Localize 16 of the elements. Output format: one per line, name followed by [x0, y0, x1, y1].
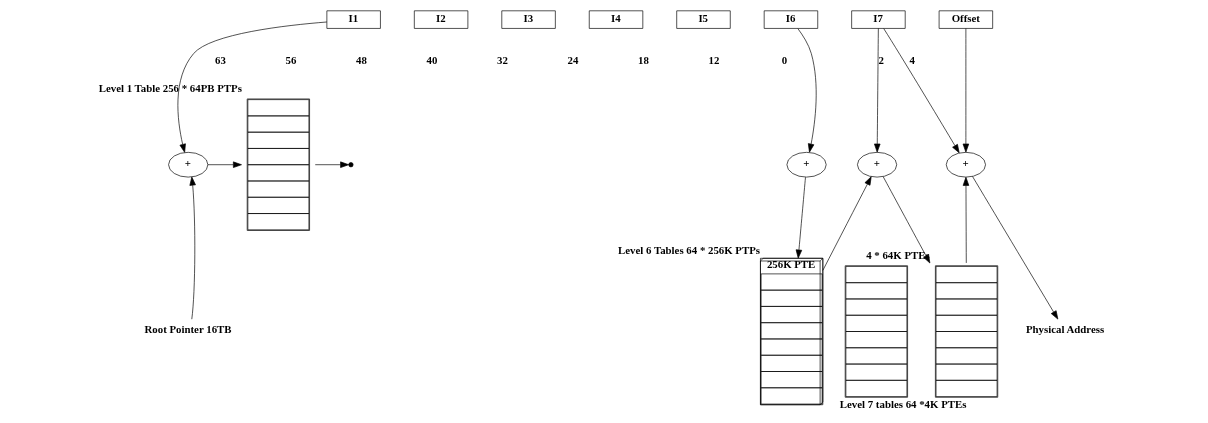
edge-label: 2 [878, 54, 884, 67]
label: 32 [497, 54, 508, 67]
label: 63 [214, 54, 226, 67]
node-label: Level 7 tables 64 *4K PTEs [839, 397, 967, 410]
label: 0 [781, 54, 788, 67]
node-text: Root Pointer 16TB [144, 323, 232, 336]
node-label: Level 6 Tables 64 * 256K PTPs [618, 244, 761, 257]
edge-label: 4 [909, 54, 916, 67]
label: 24 [567, 54, 579, 67]
label: 56 [285, 54, 297, 67]
node-label: Level 1 Table 256 * 64PB PTPs [98, 82, 242, 95]
label: 12 [708, 54, 720, 67]
node-text: Physical Address [1025, 323, 1105, 336]
label: 40 [426, 54, 438, 67]
label: 48 [356, 54, 367, 67]
label: 18 [638, 54, 649, 67]
